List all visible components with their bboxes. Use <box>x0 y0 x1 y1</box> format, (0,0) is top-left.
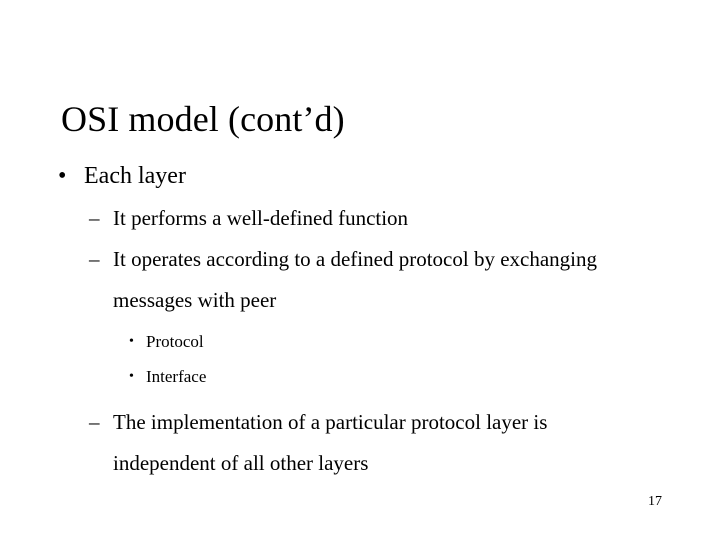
bullet-item-level1: • Each layer <box>0 160 720 192</box>
bullet-text: Each layer <box>84 163 186 189</box>
bullet-text: It performs a well-defined function <box>113 206 409 230</box>
bullet-dot-icon: • <box>129 334 134 349</box>
bullet-item-level2: – It operates according to a defined pro… <box>0 239 720 321</box>
bullet-text: The implementation of a particular proto… <box>113 410 548 475</box>
bullet-dash-icon: – <box>89 206 100 230</box>
bullet-item-level2: – It performs a well-defined function <box>0 198 720 239</box>
bullet-dot-icon: • <box>129 369 134 384</box>
bullet-dot-icon: • <box>58 163 67 189</box>
page-title: OSI model (cont’d) <box>61 99 345 140</box>
slide-body: • Each layer – It performs a well-define… <box>0 160 720 484</box>
page-number: 17 <box>648 494 662 509</box>
bullet-dash-icon: – <box>89 410 100 434</box>
bullet-dash-icon: – <box>89 247 100 271</box>
bullet-text: Protocol <box>146 332 204 351</box>
bullet-item-level3: • Interface <box>0 359 720 394</box>
bullet-group-level3: • Protocol • Interface <box>0 324 720 394</box>
bullet-item-level3: • Protocol <box>0 324 720 359</box>
bullet-text: Interface <box>146 367 207 386</box>
bullet-text: It operates according to a defined proto… <box>113 247 597 312</box>
bullet-item-level2: – The implementation of a particular pro… <box>0 402 720 484</box>
